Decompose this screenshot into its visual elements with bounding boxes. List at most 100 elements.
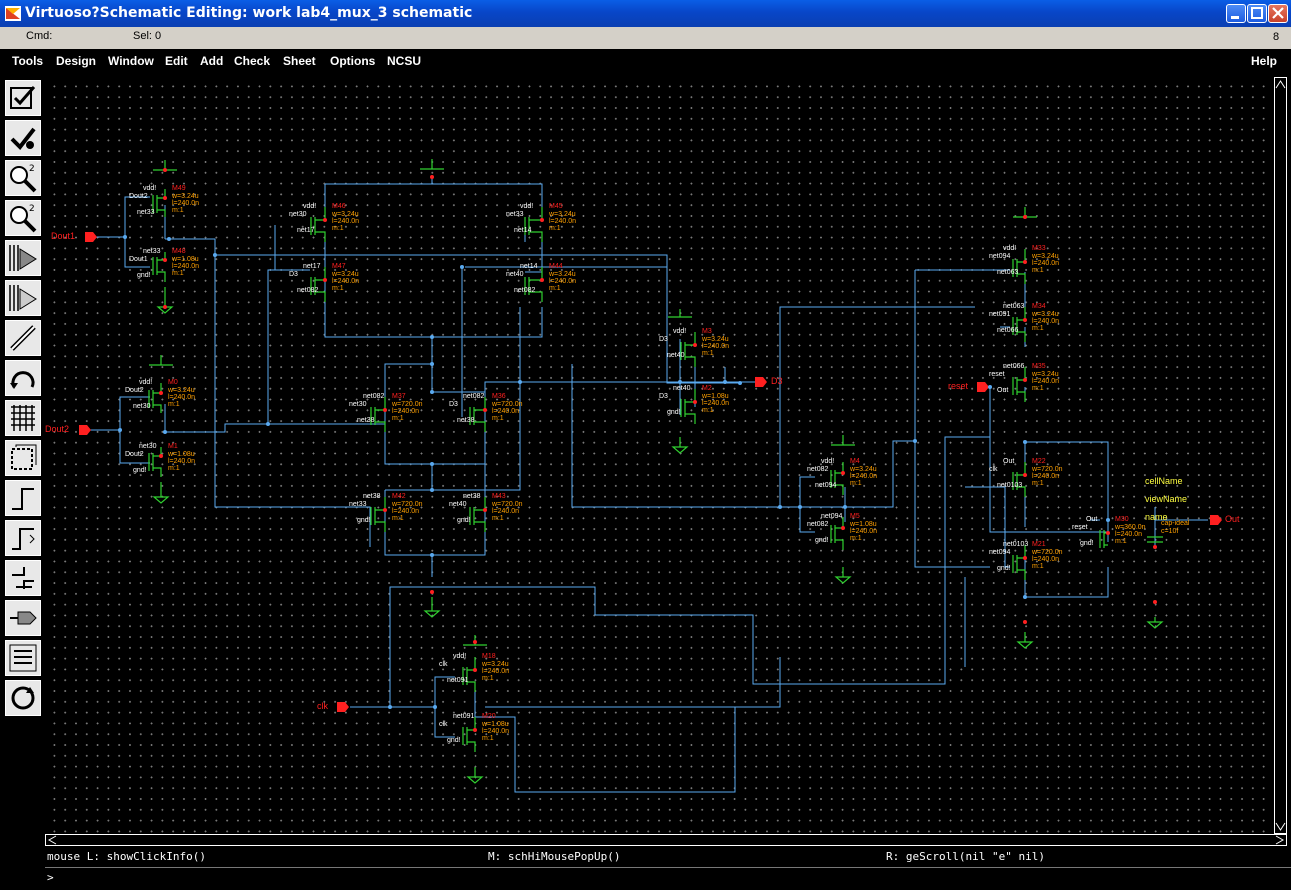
pin-d3[interactable]: D3 bbox=[771, 376, 783, 386]
maximize-button[interactable] bbox=[1247, 4, 1267, 23]
transistor-top-net: vdd! bbox=[453, 653, 467, 660]
transistor-width: w=720.0n bbox=[392, 501, 423, 508]
instance-button[interactable] bbox=[5, 560, 41, 596]
horizontal-scrollbar[interactable] bbox=[45, 834, 1287, 846]
pin-reset[interactable]: reset bbox=[948, 381, 969, 391]
command-line[interactable]: > bbox=[45, 867, 1291, 887]
stretch-button[interactable] bbox=[5, 240, 41, 276]
pin-clk[interactable]: clk bbox=[317, 701, 328, 711]
transistor-length: l=240.0n bbox=[1032, 556, 1060, 563]
left-toolbar: 2 2 bbox=[0, 74, 45, 890]
transistor-gate-net: Dout1 bbox=[129, 256, 148, 263]
transistor-gate-net: D3 bbox=[659, 393, 668, 400]
menu-options[interactable]: Options bbox=[330, 54, 376, 68]
transistor-multiplier: m:1 bbox=[1032, 267, 1044, 274]
svg-text:2: 2 bbox=[29, 164, 35, 174]
transistor-id: M35 bbox=[1032, 363, 1046, 370]
mouse-right-binding: R: geScroll(nil "e" nil) bbox=[886, 850, 1045, 863]
transistor-multiplier: m:1 bbox=[1032, 325, 1044, 332]
transistor-length: l=240.0n bbox=[549, 278, 577, 285]
pin-out[interactable]: Out bbox=[1225, 514, 1240, 524]
transistor-bottom-net: gnd! bbox=[815, 537, 829, 544]
menu-window[interactable]: Window bbox=[108, 54, 154, 68]
fit-button[interactable] bbox=[5, 480, 41, 516]
transistor-id: M45 bbox=[549, 203, 563, 210]
wire-button[interactable] bbox=[5, 320, 41, 356]
label-button[interactable] bbox=[5, 640, 41, 676]
transistor-top-net: net14 bbox=[520, 263, 538, 270]
minimize-button[interactable] bbox=[1226, 4, 1246, 23]
transistor-width: w=720.0n bbox=[492, 401, 523, 408]
transistor-gate-net: net082 bbox=[807, 466, 829, 473]
cmd-label: Cmd: bbox=[26, 30, 53, 42]
pin-dout1[interactable]: Dout1 bbox=[51, 231, 76, 241]
select-button[interactable] bbox=[5, 440, 41, 476]
copy-button[interactable] bbox=[5, 280, 41, 316]
scroll-left-icon bbox=[47, 835, 57, 845]
menu-sheet[interactable]: Sheet bbox=[283, 54, 316, 68]
transistor-multiplier: m:1 bbox=[492, 415, 504, 422]
mouse-binding-bar: mouse L: showClickInfo() M: schHiMousePo… bbox=[45, 847, 1291, 866]
transistor-length: l=240.0n bbox=[850, 528, 878, 535]
pin-button[interactable] bbox=[5, 520, 41, 556]
transistor-multiplier: m:1 bbox=[168, 465, 180, 472]
transistor-length: l=240.0n bbox=[492, 408, 520, 415]
transistor-bottom-net: net082 bbox=[297, 287, 319, 294]
check-save-icon bbox=[10, 86, 36, 109]
menu-help[interactable]: Help bbox=[1251, 54, 1278, 68]
transistor-length: l=240.0n bbox=[392, 508, 420, 515]
transistor-top-net: net30 bbox=[139, 443, 157, 450]
transistor-id: M46 bbox=[332, 203, 346, 210]
undo-button[interactable] bbox=[5, 360, 41, 396]
transistor-id: M0 bbox=[168, 379, 178, 386]
status-bar: Cmd: Sel: 0 8 bbox=[0, 27, 1291, 48]
vertical-scrollbar[interactable] bbox=[1274, 77, 1287, 834]
transistor-length: l=240.0n bbox=[482, 668, 510, 675]
menu-add[interactable]: Add bbox=[200, 54, 224, 68]
zoom-in-icon: 2 bbox=[10, 164, 37, 193]
menu-design[interactable]: Design bbox=[56, 54, 97, 68]
transistor-bottom-net: gnd! bbox=[457, 517, 471, 524]
pin-dout2[interactable]: Dout2 bbox=[45, 424, 70, 434]
check-button[interactable] bbox=[5, 120, 41, 156]
zoom-out-icon: 2 bbox=[10, 204, 37, 233]
transistor-width: w=1.08u bbox=[482, 721, 509, 728]
transistor-multiplier: m:1 bbox=[850, 480, 862, 487]
transistor-top-net: vdd! bbox=[303, 203, 317, 210]
transistor-width: w=3.24u bbox=[549, 271, 576, 278]
transistor-id: M34 bbox=[1032, 303, 1046, 310]
transistor-width: w=3.24u bbox=[1032, 311, 1059, 318]
select-icon bbox=[11, 444, 37, 470]
zoom-in-button[interactable]: 2 bbox=[5, 160, 41, 196]
close-button[interactable] bbox=[1268, 4, 1288, 23]
check-icon bbox=[10, 127, 36, 151]
menu-edit[interactable]: Edit bbox=[165, 54, 188, 68]
transistor-width: w=1.08u bbox=[702, 393, 729, 400]
transistor-length: l=240.0n bbox=[702, 343, 730, 350]
transistor-bottom-net: gnd! bbox=[667, 409, 681, 416]
net-button[interactable] bbox=[5, 600, 41, 636]
transistor-top-net: net063 bbox=[1003, 303, 1025, 310]
transistor-multiplier: m:1 bbox=[1032, 480, 1044, 487]
transistor-width: w=720.0n bbox=[1032, 549, 1063, 556]
check-save-button[interactable] bbox=[5, 80, 41, 116]
transistor-gate-net: net094 bbox=[989, 253, 1011, 260]
menu-check[interactable]: Check bbox=[234, 54, 271, 68]
scroll-down-icon bbox=[1275, 822, 1286, 831]
transistor-length: l=240.0n bbox=[332, 278, 360, 285]
property-button[interactable] bbox=[5, 400, 41, 436]
transistor-top-net: net40 bbox=[673, 385, 691, 392]
transistor-top-net: net38 bbox=[363, 493, 381, 500]
undo-icon bbox=[10, 371, 35, 389]
svg-text:2: 2 bbox=[29, 204, 35, 214]
transistor-multiplier: m:1 bbox=[492, 515, 504, 522]
menu-tools[interactable]: Tools bbox=[12, 54, 44, 68]
redraw-button[interactable] bbox=[5, 680, 41, 716]
menu-ncsu[interactable]: NCSU bbox=[387, 54, 422, 68]
schematic-canvas[interactable]: Dout1 Dout2 D3 clk reset Out cellName vi… bbox=[45, 77, 1273, 833]
transistor-id: M36 bbox=[492, 393, 506, 400]
transistor-bottom-net: gnd! bbox=[997, 565, 1011, 572]
zoom-out-button[interactable]: 2 bbox=[5, 200, 41, 236]
transistor-multiplier: m:1 bbox=[392, 515, 404, 522]
transistor-length: l=240.0n bbox=[1032, 378, 1060, 385]
